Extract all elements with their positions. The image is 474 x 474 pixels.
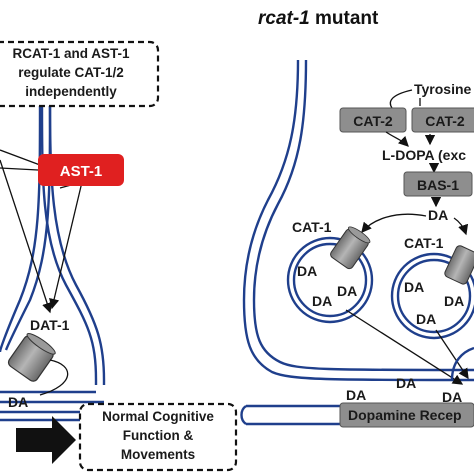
vesicle1-da-3: DA: [312, 293, 332, 309]
da-top-label: DA: [428, 207, 448, 223]
dat1-transporter: [7, 333, 56, 382]
note-line-3: independently: [25, 84, 117, 99]
vesicle2-cat1-label: CAT-1: [404, 235, 444, 251]
note-line-2: regulate CAT-1/2: [18, 65, 124, 80]
note-box: RCAT-1 and AST-1 regulate CAT-1/2 indepe…: [0, 40, 160, 108]
left-panel: RCAT-1 and AST-1 regulate CAT-1/2 indepe…: [0, 40, 238, 472]
vesicle1-cat1-transporter: [330, 226, 371, 270]
outcome-box: Normal Cognitive Function & Movements: [78, 402, 238, 472]
dopamine-receptor-label: Dopamine Recep: [348, 407, 462, 423]
right-panel: rcat-1 mutant Tyrosine CAT-2 CAT-2 L-DOP…: [240, 8, 474, 428]
ast1-label: AST-1: [60, 163, 103, 180]
vesicle1-cat1-label: CAT-1: [292, 219, 332, 235]
panel-title: rcat-1 mutant: [258, 8, 379, 29]
vesicle-1: CAT-1 DA DA DA: [286, 219, 374, 324]
cat2-left-box: CAT-2: [339, 107, 407, 133]
cat2-left-label: CAT-2: [353, 113, 393, 129]
block-arrow: [16, 416, 76, 464]
dopamine-receptor: Dopamine Recep: [240, 402, 474, 428]
da-bottom-right: DA: [442, 389, 462, 405]
vesicle1-da-1: DA: [297, 263, 317, 279]
ast1-box: AST-1: [38, 154, 124, 186]
outcome-line-3: Movements: [121, 447, 195, 462]
vesicle2-cat1-transporter: [444, 245, 474, 285]
vesicle2-da-3: DA: [416, 311, 436, 327]
note-line-1: RCAT-1 and AST-1: [12, 46, 130, 61]
right-neuron-membrane: [242, 59, 474, 382]
bas1-label: BAS-1: [417, 177, 459, 193]
cat2-right-box: CAT-2: [411, 107, 474, 133]
dat1-label: DAT-1: [30, 317, 70, 333]
left-da-label: DA: [8, 394, 28, 410]
title-rest: mutant: [310, 8, 379, 29]
tyrosine-label: Tyrosine: [414, 81, 472, 97]
cat2-right-label: CAT-2: [425, 113, 465, 129]
outcome-line-2: Function &: [123, 428, 194, 443]
vesicle2-da-2: DA: [444, 293, 464, 309]
vesicle-2: CAT-1 DA DA DA: [390, 235, 474, 340]
outcome-line-1: Normal Cognitive: [102, 409, 214, 424]
vesicle2-da-1: DA: [404, 279, 424, 295]
title-italic: rcat-1: [258, 8, 310, 29]
bas1-box: BAS-1: [403, 171, 473, 197]
vesicle1-da-2: DA: [337, 283, 357, 299]
da-bottom-mid: DA: [396, 375, 416, 391]
da-bottom-left: DA: [346, 387, 366, 403]
ldopa-label: L-DOPA (exc: [382, 147, 466, 163]
left-neuron-membrane: [0, 99, 106, 422]
